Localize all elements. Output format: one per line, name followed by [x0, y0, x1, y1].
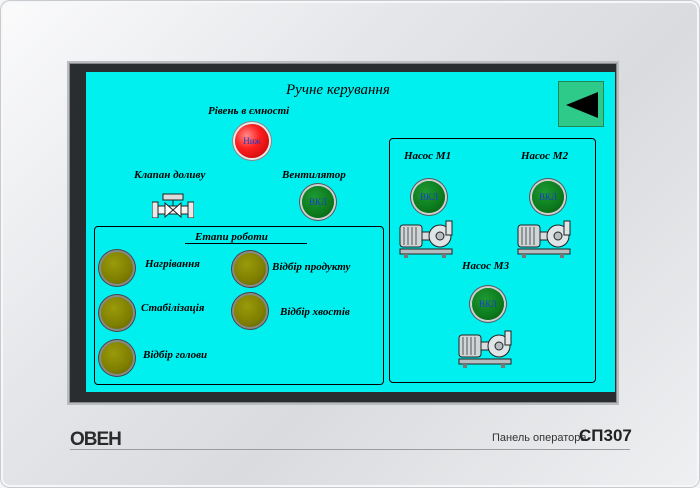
pump-m1-toggle-button[interactable]: ВКЛ	[413, 181, 445, 213]
stage-heating-lamp[interactable]	[101, 252, 133, 284]
fan-toggle-button[interactable]: ВКЛ	[302, 186, 334, 218]
pump-m3-label: Насос М3	[462, 260, 510, 272]
stage-product-selection-label: Відбір продукту	[272, 261, 351, 273]
stage-head-selection-lamp[interactable]	[101, 342, 133, 374]
stage-tails-selection-lamp[interactable]	[234, 295, 266, 327]
level-label: Рівень в ємності	[208, 105, 290, 117]
brand-logo: ОВЕН	[70, 429, 122, 450]
back-button[interactable]	[558, 81, 604, 127]
work-stages-group: Етапи роботи Нагрівання Стабілізація Від…	[94, 226, 384, 385]
stage-stabilization-label: Стабілізація	[141, 302, 205, 314]
pump-motor-icon	[458, 330, 512, 368]
pump-m1-lamp-text: ВКЛ	[419, 192, 439, 202]
pump-motor-icon	[517, 220, 571, 258]
level-lamp-text: Ниж	[243, 136, 261, 146]
stage-stabilization-lamp[interactable]	[101, 297, 133, 329]
stage-heating-label: Нагрівання	[145, 258, 200, 270]
pump-m2-lamp-text: ВКЛ	[538, 192, 558, 202]
stages-header-underline	[185, 243, 307, 244]
hmi-screen: Ручне керування Рівень в ємності Ниж Кла…	[86, 72, 615, 392]
stages-header: Етапи роботи	[195, 231, 268, 243]
page-title: Ручне керування	[286, 82, 390, 98]
stage-tails-selection-label: Відбір хвостів	[280, 306, 350, 318]
pump-m2-label: Насос М2	[521, 150, 569, 162]
stage-product-selection-lamp[interactable]	[234, 253, 266, 285]
pump-m1-label: Насос М1	[404, 150, 452, 162]
device-caption: Панель оператора	[492, 432, 587, 444]
frame-divider	[70, 449, 630, 450]
pump-m3-lamp-text: ВКЛ	[478, 299, 498, 309]
back-arrow-icon	[566, 92, 598, 118]
valve-label: Клапан доливу	[134, 169, 206, 181]
pumps-group: Насос М1 ВКЛ Насос М2 ВКЛ	[389, 138, 596, 383]
pump-m2-toggle-button[interactable]: ВКЛ	[532, 181, 564, 213]
fan-label: Вентилятор	[282, 169, 346, 181]
valve-icon[interactable]	[152, 192, 194, 218]
fan-lamp-text: ВКЛ	[308, 197, 328, 207]
device-model: СП307	[579, 426, 632, 445]
stage-head-selection-label: Відбір голови	[143, 349, 208, 361]
pump-motor-icon	[399, 220, 453, 258]
level-indicator-lamp: Ниж	[235, 124, 269, 158]
pump-m3-toggle-button[interactable]: ВКЛ	[472, 288, 504, 320]
